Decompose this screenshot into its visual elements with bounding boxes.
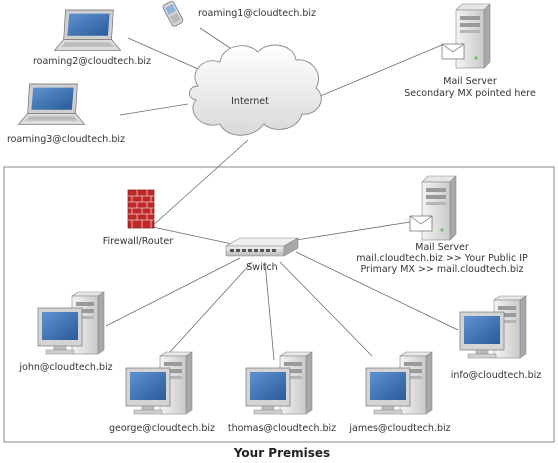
local-server-primary-mx: Primary MX >> mail.cloudtech.biz xyxy=(361,264,524,275)
envelope-icon xyxy=(441,43,465,60)
roaming3-label: roaming3@cloudtech.biz xyxy=(7,134,125,145)
link-switch-thomas xyxy=(264,261,275,361)
link-internet-mailserver xyxy=(317,44,443,98)
brick-wall-icon xyxy=(127,189,155,229)
link-switch-george xyxy=(169,261,253,353)
desktop-computer-icon xyxy=(365,351,433,415)
laptop-icon xyxy=(54,9,122,51)
link-internet-firewall xyxy=(149,139,249,229)
link-roaming2-internet xyxy=(127,37,206,73)
desktop-computer-icon xyxy=(37,291,105,355)
roaming1-label: roaming1@cloudtech.biz xyxy=(198,8,316,19)
premises-boundary xyxy=(3,166,555,443)
remote-server-label: Mail Server xyxy=(443,76,497,87)
cloud-icon xyxy=(189,44,322,136)
desktop-computer-icon xyxy=(245,351,313,415)
link-firewall-switch xyxy=(147,225,233,245)
link-switch-info xyxy=(295,251,459,331)
firewall-label: Firewall/Router xyxy=(103,236,174,247)
link-switch-john xyxy=(105,257,241,327)
switch-label: Switch xyxy=(246,262,277,273)
john-label: john@cloudtech.biz xyxy=(18,362,112,373)
connections xyxy=(105,27,459,361)
desktop-computer-icon xyxy=(459,295,527,359)
info-label: info@cloudtech.biz xyxy=(451,370,542,381)
internet-label: Internet xyxy=(231,96,269,107)
desktop-computer-icon xyxy=(125,351,193,415)
local-server-label: Mail Server xyxy=(415,242,469,253)
james-label: james@cloudtech.biz xyxy=(348,423,450,434)
remote-server-sublabel: Secondary MX pointed here xyxy=(404,88,536,99)
link-roaming3-internet xyxy=(119,103,189,116)
envelope-icon xyxy=(409,215,433,232)
link-switch-mailserver xyxy=(295,221,411,241)
laptop-icon xyxy=(18,83,86,125)
thomas-label: thomas@cloudtech.biz xyxy=(228,423,336,434)
local-server-public-ip: mail.cloudtech.biz >> Your Public IP xyxy=(356,253,528,264)
network-switch-icon xyxy=(224,237,300,257)
roaming2-label: roaming2@cloudtech.biz xyxy=(33,56,151,67)
george-label: george@cloudtech.biz xyxy=(109,423,215,434)
mobile-phone-icon xyxy=(162,1,184,27)
premises-title: Your Premises xyxy=(233,446,330,460)
link-switch-james xyxy=(279,261,373,357)
